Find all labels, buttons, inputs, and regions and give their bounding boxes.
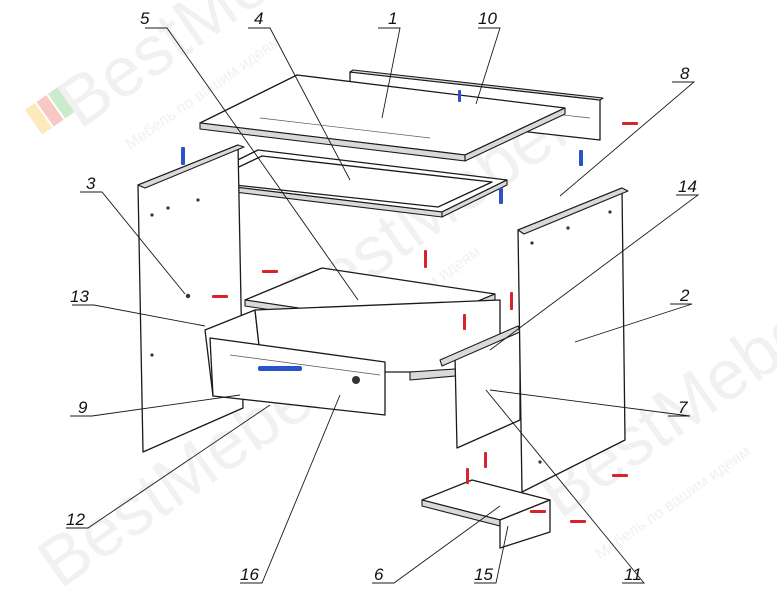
screw-icon [484, 452, 487, 468]
drawer-assembly [204, 299, 501, 416]
callout-15: 15 [474, 565, 493, 584]
callout-1: 1 [388, 9, 397, 28]
callout-labels: 1 2 3 4 5 6 7 8 9 10 11 12 13 14 15 16 [66, 9, 697, 584]
callout-10: 10 [478, 9, 497, 28]
screw-icon [212, 295, 228, 298]
screw-icon [466, 468, 469, 484]
screw-icon [424, 250, 427, 268]
callout-13: 13 [70, 287, 89, 306]
dowel-icon [579, 150, 583, 166]
part-4-frame [192, 149, 508, 218]
part-3-left-side [137, 144, 245, 453]
screw-icon [510, 292, 513, 310]
screw-icon [622, 122, 638, 125]
dowel-icon [181, 147, 185, 165]
part-2-right-side [517, 187, 629, 493]
dowel-icon [499, 188, 503, 204]
callout-16: 16 [240, 565, 259, 584]
screw-icon [463, 314, 466, 330]
part-6-bottom-plinth [421, 479, 551, 549]
screw-icon [530, 510, 546, 513]
screw-icon [570, 520, 586, 523]
callout-6: 6 [374, 565, 384, 584]
callout-9: 9 [78, 398, 88, 417]
callout-8: 8 [680, 64, 690, 83]
callout-12: 12 [66, 510, 85, 529]
callout-3: 3 [86, 174, 96, 193]
dowel-icon [458, 90, 461, 102]
screw-icon [262, 270, 278, 273]
callout-11: 11 [624, 565, 642, 584]
part-16-drawer-front [209, 337, 386, 416]
screw-icon [612, 474, 628, 477]
leader-lines [66, 27, 700, 584]
part-7-partition [439, 325, 521, 449]
callout-4: 4 [254, 9, 263, 28]
fasteners [181, 90, 638, 523]
drawer-handle [258, 366, 302, 371]
callout-5: 5 [140, 9, 150, 28]
callout-2: 2 [679, 286, 690, 305]
callout-14: 14 [678, 177, 697, 196]
callout-7: 7 [678, 398, 688, 417]
